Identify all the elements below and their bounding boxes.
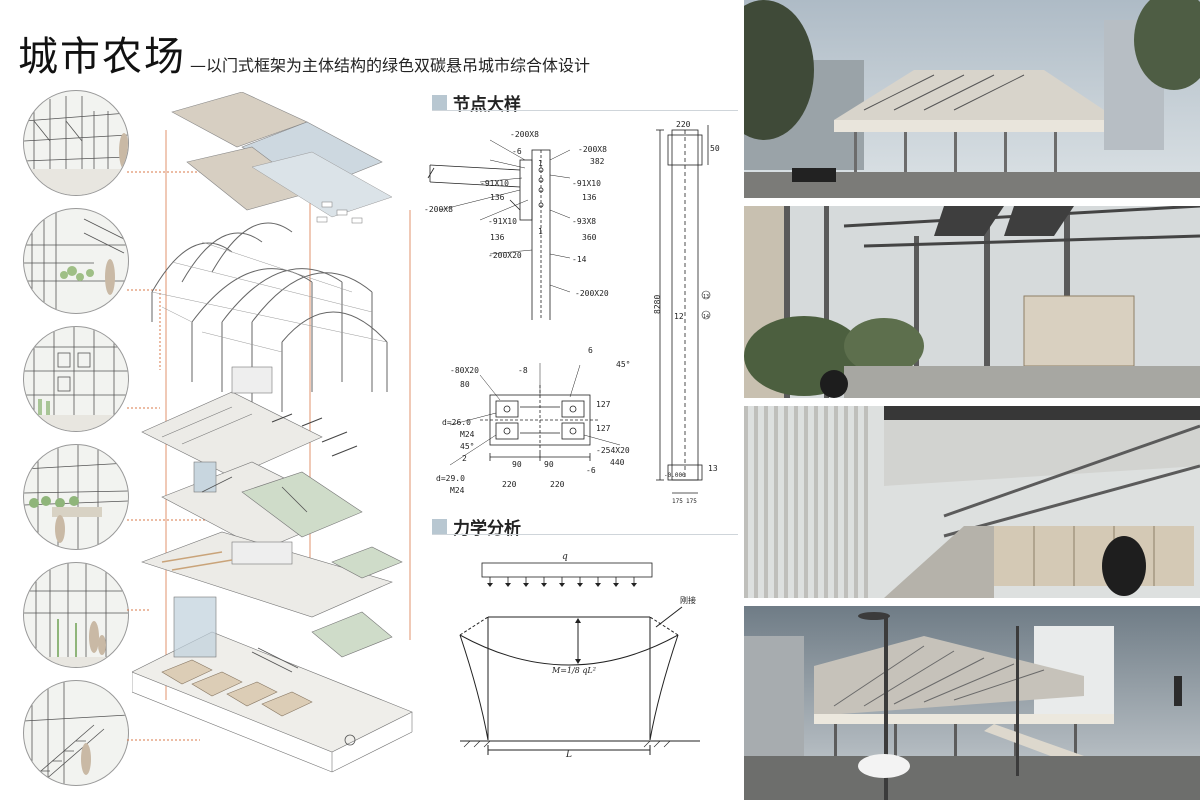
dim-label: -200X8 — [510, 130, 539, 139]
moment-label: M=1/8 qL² — [551, 666, 596, 675]
dim-label: 220 — [502, 480, 517, 489]
section-node-detail: 节点大样 — [432, 90, 521, 115]
section-title: 力学分析 — [453, 519, 521, 539]
dim-label: 127 — [596, 424, 611, 433]
load-label: q — [562, 552, 568, 562]
joint-label: 刚接 — [680, 595, 696, 605]
dim-label: 80 — [460, 380, 470, 389]
dim-label: -14 — [572, 255, 587, 264]
dim-label: -200X20 — [575, 289, 609, 298]
dim-label: 136 — [490, 233, 505, 242]
dim-label: M24 — [450, 486, 465, 495]
dim-label: -91X10 — [480, 179, 509, 188]
render-interior-1 — [744, 206, 1200, 398]
dim-label: 175 — [686, 498, 697, 505]
render-exterior-1 — [744, 0, 1200, 198]
title-main: 城市农场 — [18, 34, 186, 80]
vignette-6 — [23, 680, 129, 786]
span-label: L — [565, 750, 572, 760]
dim-label: -254X20 — [596, 446, 630, 455]
render-interior-2 — [744, 406, 1200, 598]
dim-label: 90 — [544, 460, 554, 469]
dim-label: -0.000 — [664, 472, 686, 479]
dim-label: 45° — [460, 442, 474, 451]
dim-label: -93X8 — [572, 217, 596, 226]
vignette-2 — [23, 208, 129, 314]
vignette-4 — [23, 444, 129, 550]
dim-label: 136 — [582, 193, 597, 202]
dim-label: 360 — [582, 233, 597, 242]
exploded-axonometric — [132, 92, 413, 773]
column-elevation: 220 50 8280 12 13 14 13 -0.000 175 175 — [653, 120, 720, 505]
section-marker — [432, 519, 447, 534]
dim-label: -8 — [518, 366, 528, 375]
dim-label: -200X8 — [578, 145, 607, 154]
dim-label: -6 — [586, 466, 596, 475]
dim-label: 13 — [703, 294, 709, 300]
section-rule — [432, 110, 738, 111]
dim-label: 50 — [710, 144, 720, 153]
portal-frame-analysis: q M=1/8 qL² L 刚接 — [459, 552, 700, 760]
node-detail-top: -200X8 -6 -200X8 382 -91X10 -91X10 136 1… — [424, 130, 609, 320]
floor-level-3 — [141, 531, 393, 618]
dim-label: M24 — [460, 430, 475, 439]
vignette-5 — [23, 562, 129, 668]
dim-label: 1 — [538, 159, 543, 168]
dim-label: 127 — [596, 400, 611, 409]
dim-label: 2 — [462, 454, 467, 463]
poster-title: 城市农场—以门式框架为主体结构的绿色双碳悬吊城市综合体设计 — [18, 24, 590, 82]
dim-label: 220 — [550, 480, 565, 489]
floor-level-1 — [141, 391, 323, 478]
dim-label: d=26.0 — [442, 418, 471, 427]
dim-label: 14 — [703, 314, 709, 320]
distributed-load — [481, 562, 653, 585]
dim-label: 382 — [590, 157, 605, 166]
title-subtitle: —以门式框架为主体结构的绿色双碳悬吊城市综合体设计 — [190, 56, 591, 75]
render-exterior-2 — [744, 606, 1200, 800]
dim-label: -91X10 — [572, 179, 601, 188]
dim-label: d=29.0 — [436, 474, 465, 483]
dim-label: 440 — [610, 458, 625, 467]
dim-label: 175 — [672, 498, 683, 505]
dim-label: -200X20 — [488, 251, 522, 260]
dim-label: 6 — [588, 346, 593, 355]
portal-frame — [151, 222, 388, 412]
dim-label: 45° — [616, 360, 630, 369]
dim-label: 220 — [676, 120, 691, 129]
section-mechanics: 力学分析 — [432, 514, 521, 539]
dim-label: 136 — [490, 193, 505, 202]
dim-label: 8280 — [653, 295, 662, 314]
dim-label: -91X10 — [488, 217, 517, 226]
dim-label: -200X8 — [424, 205, 453, 214]
section-rule — [432, 534, 738, 535]
dim-label: 13 — [708, 464, 718, 473]
dim-label: 90 — [512, 460, 522, 469]
dim-label: -80X20 — [450, 366, 479, 375]
vignette-3 — [23, 326, 129, 432]
frame-outline — [459, 606, 700, 755]
dim-label: 1 — [538, 227, 543, 236]
node-detail-bottom: -80X20 -8 6 45° 80 d=26.0 M24 45° 2 127 … — [436, 346, 630, 495]
dim-label: 12 — [674, 312, 684, 321]
section-title: 节点大样 — [453, 95, 521, 115]
section-marker — [432, 95, 447, 110]
dim-label: -6 — [512, 147, 522, 156]
